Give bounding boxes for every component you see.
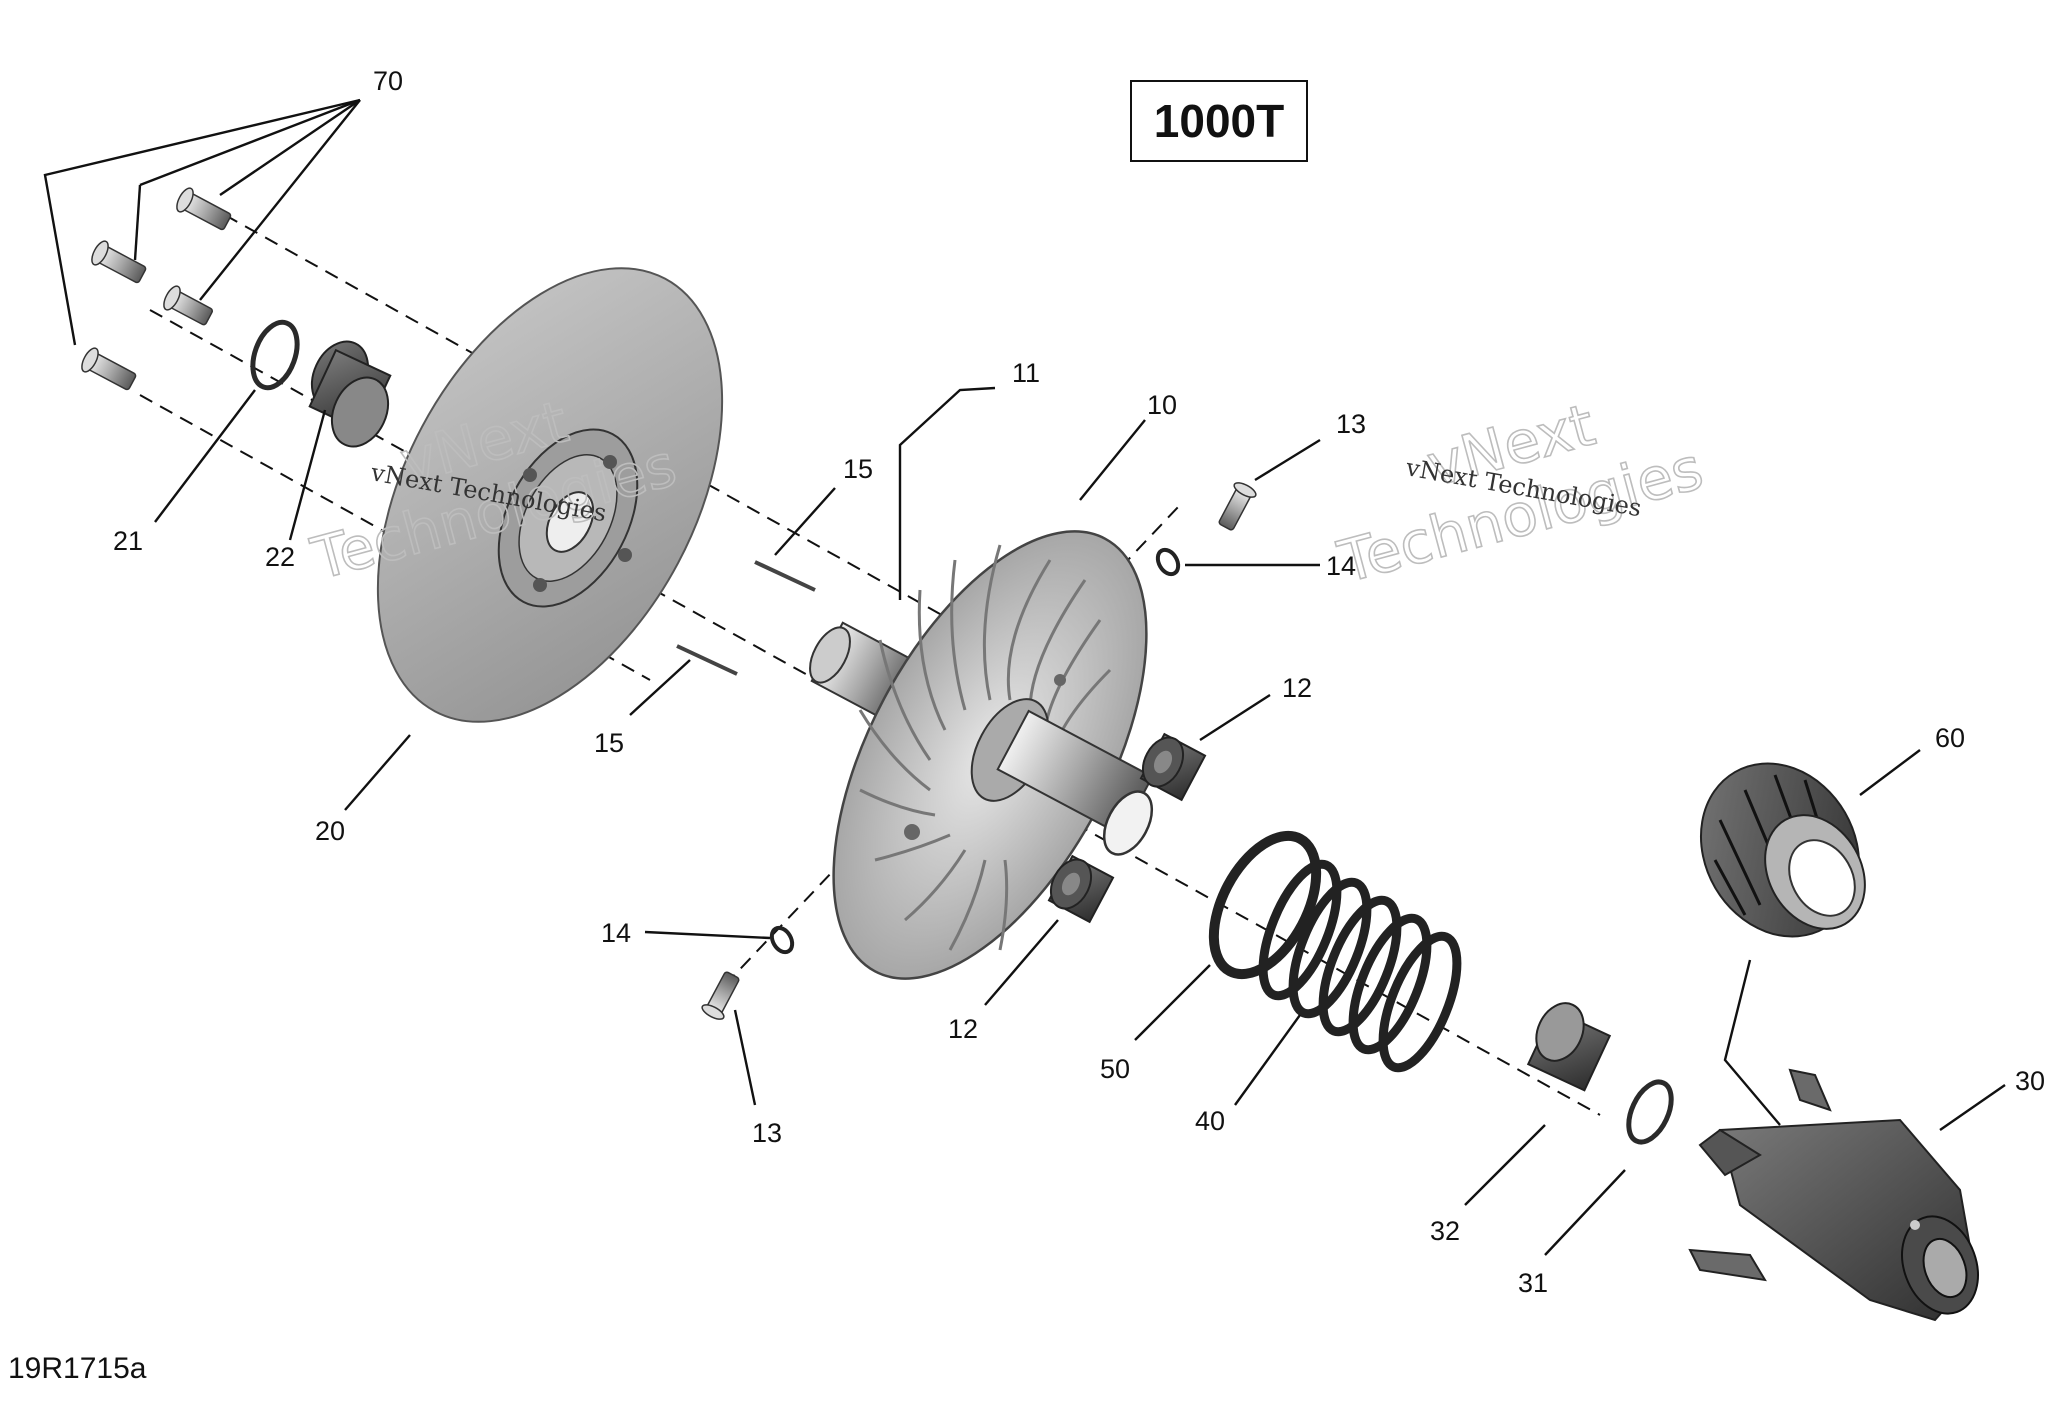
bushing-22 (308, 340, 392, 448)
callout-12-upper: 12 (1282, 673, 1312, 703)
leader-lines (43, 98, 2006, 1256)
callout-labels: 70 21 22 11 10 15 15 20 13 14 12 12 14 1… (113, 66, 2045, 1298)
callout-14-upper: 14 (1326, 551, 1356, 581)
callout-20: 20 (315, 816, 345, 846)
roller-12-upper (1139, 732, 1207, 802)
bolt-group-70 (81, 187, 232, 391)
callout-21: 21 (113, 526, 143, 556)
callout-10: 10 (1147, 390, 1177, 420)
bushing-32 (1526, 1002, 1612, 1092)
callout-60: 60 (1935, 723, 1965, 753)
clutch-cover-30 (1688, 1068, 1979, 1322)
spring-40 (1258, 859, 1462, 1073)
callout-11: 11 (1012, 358, 1040, 388)
bolt-icon (176, 187, 232, 231)
callout-14-lower: 14 (601, 918, 631, 948)
bolt-icon (91, 240, 147, 284)
callout-22: 22 (265, 542, 295, 572)
washer-14-lower (769, 925, 795, 955)
callout-70: 70 (373, 66, 403, 96)
model-label: 1000T (1130, 80, 1308, 162)
movable-sheave-10 (809, 530, 1154, 980)
callout-12-lower: 12 (948, 1014, 978, 1044)
callout-13-lower: 13 (752, 1118, 782, 1148)
retaining-ring-31 (1626, 1079, 1674, 1145)
bolt-icon (81, 347, 137, 391)
washer-14-upper (1155, 547, 1181, 577)
callout-13-upper: 13 (1336, 409, 1366, 439)
bolt-13-upper (1218, 482, 1257, 531)
spacer-50 (1208, 830, 1322, 980)
callout-40: 40 (1195, 1106, 1225, 1136)
callout-15-upper: 15 (843, 454, 873, 484)
callout-31: 31 (1518, 1268, 1548, 1298)
retaining-ring-21 (250, 319, 300, 391)
pin-15-lower (676, 644, 738, 676)
callout-32: 32 (1430, 1216, 1460, 1246)
pin-15-upper (754, 560, 816, 592)
callout-15-lower: 15 (594, 728, 624, 758)
callout-50: 50 (1100, 1054, 1130, 1084)
bolt-13-lower (701, 971, 740, 1020)
bolt-icon (163, 285, 214, 326)
fixed-sheave-20 (376, 267, 724, 723)
roller-12-lower (1047, 854, 1115, 924)
callout-30: 30 (2015, 1066, 2045, 1096)
reference-code: 19R1715a (8, 1352, 147, 1385)
cam-60 (1699, 762, 1866, 938)
